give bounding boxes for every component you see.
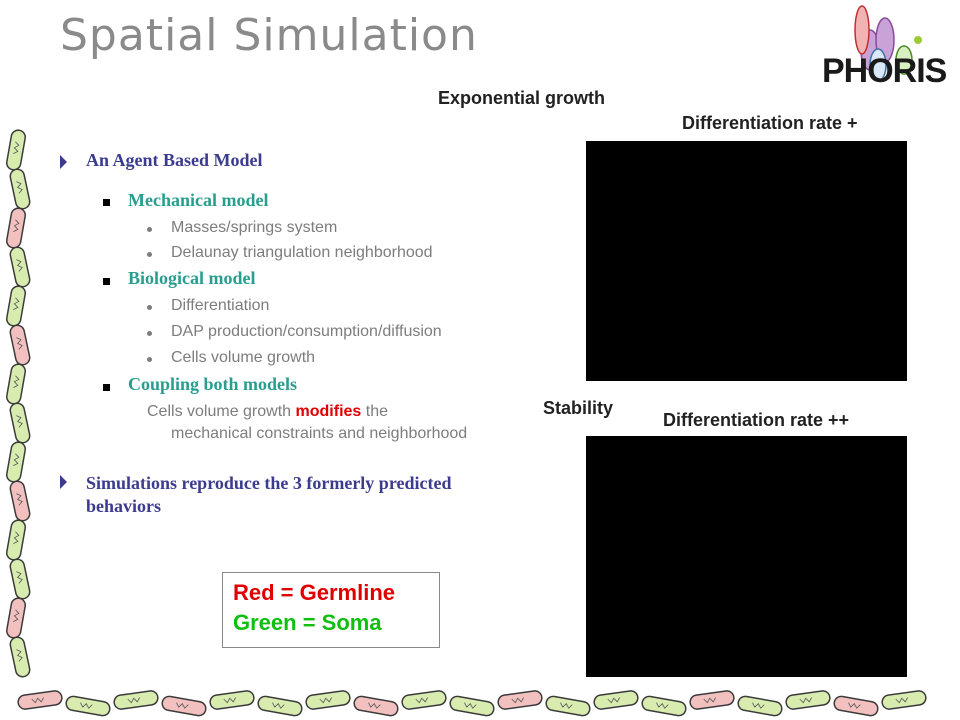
- legend-red: Red = Germline: [233, 580, 396, 605]
- bullet-differentiation: Differentiation: [171, 297, 270, 314]
- bullet-simulations-line2: behaviors: [86, 496, 162, 516]
- decorative-cell-icon: [112, 689, 160, 711]
- decorative-cell-icon: [8, 557, 32, 601]
- coupling-highlight: modifies: [295, 403, 362, 420]
- bullet-mechanical: Mechanical model: [128, 190, 269, 210]
- coupling-text-line1: Cells volume growth modifies the: [147, 403, 388, 421]
- dot-bullet-icon: [147, 331, 152, 336]
- bullet-coupling: Coupling both models: [128, 374, 298, 394]
- decorative-cell-icon: [880, 689, 928, 711]
- dot-bullet-icon: [147, 305, 152, 310]
- logo-text: PHORIS: [822, 52, 947, 90]
- decorative-cell-icon: [640, 694, 688, 718]
- bullet-arrow-icon: [60, 475, 67, 489]
- bullet-volume: Cells volume growth: [171, 349, 316, 366]
- bullet-simulations-line1: Simulations reproduce the 3 formerly pre…: [86, 473, 452, 493]
- label-diff2-sign: ++: [828, 410, 850, 430]
- label-differentiation-plusplus: Differentiation rate ++: [663, 410, 849, 431]
- bullet-delaunay: Delaunay triangulation neighborhood: [171, 244, 433, 261]
- decorative-cell-icon: [592, 689, 640, 711]
- label-differentiation-plus: Differentiation rate +: [682, 113, 858, 133]
- label-exponential-growth: Exponential growth: [438, 88, 606, 108]
- decorative-cell-icon: [8, 479, 32, 523]
- dot-bullet-icon: [147, 252, 152, 257]
- decorative-cell-icon: [256, 694, 304, 718]
- decorative-cell-icon: [64, 694, 112, 718]
- decorative-cell-icon: [400, 689, 448, 711]
- simulation-video-1[interactable]: [586, 141, 907, 381]
- decorative-cell-icon: [304, 689, 352, 711]
- decorative-cell-icon: [448, 694, 496, 718]
- label-diff2-text: Differentiation rate: [663, 410, 824, 430]
- square-bullet-icon: [103, 278, 110, 285]
- decorative-cell-icon: [8, 323, 32, 367]
- decorative-cell-icon: [784, 689, 832, 711]
- decorative-cell-icon: [208, 689, 256, 711]
- decorative-cell-icon: [8, 401, 32, 445]
- coupling-text-a: Cells volume growth: [147, 403, 292, 420]
- legend-box: Red = Germline Green = Soma: [222, 572, 440, 648]
- decorative-cell-icon: [736, 694, 784, 718]
- coupling-text-c: the: [365, 403, 389, 420]
- dot-bullet-icon: [147, 227, 152, 232]
- decorative-cell-icon: [688, 689, 736, 711]
- square-bullet-icon: [103, 384, 110, 391]
- bullet-biological: Biological model: [128, 268, 256, 288]
- decorative-cell-icon: [8, 245, 32, 289]
- decorative-cell-icon: [4, 518, 28, 562]
- simulation-video-2[interactable]: [586, 436, 907, 677]
- decorative-cell-icon: [4, 128, 28, 172]
- decorative-cell-icon: [4, 206, 28, 250]
- decorative-cell-icon: [544, 694, 592, 718]
- bullet-masses: Masses/springs system: [171, 219, 338, 236]
- decorative-cell-icon: [4, 596, 28, 640]
- decorative-cell-icon: [4, 284, 28, 328]
- bullet-dap: DAP production/consumption/diffusion: [171, 323, 442, 340]
- phoris-logo: PHORIS: [812, 0, 952, 95]
- decorative-cell-icon: [496, 689, 544, 711]
- decorative-cell-icon: [8, 167, 32, 211]
- square-bullet-icon: [103, 199, 110, 206]
- page-title: Spatial Simulation: [60, 10, 478, 61]
- decorative-cell-icon: [160, 694, 208, 718]
- label-stability: Stability: [543, 398, 614, 418]
- coupling-text-line2: mechanical constraints and neighborhood: [171, 425, 468, 442]
- decorative-cell-icon: [16, 689, 64, 711]
- decorative-cell-icon: [832, 694, 880, 718]
- decorative-cell-icon: [352, 694, 400, 718]
- decorative-cell-icon: [8, 635, 32, 679]
- dot-bullet-icon: [147, 357, 152, 362]
- legend-green: Green = Soma: [233, 610, 382, 635]
- bullet-agent-model: An Agent Based Model: [86, 150, 263, 170]
- decorative-cell-icon: [4, 362, 28, 406]
- decorative-cell-icon: [4, 440, 28, 484]
- bullet-arrow-icon: [60, 155, 67, 169]
